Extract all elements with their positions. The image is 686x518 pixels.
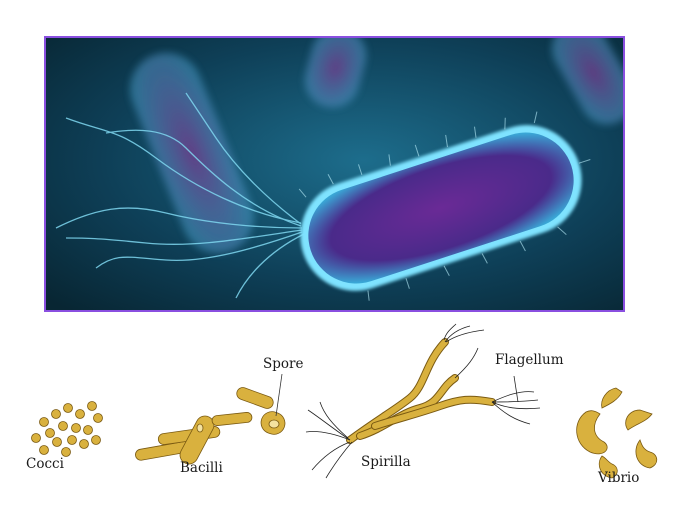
flagella-lines <box>305 323 541 479</box>
main-bacterium <box>298 111 591 301</box>
spirilla-cells <box>346 338 496 444</box>
background-bacterium <box>552 38 623 125</box>
label-bacilli: Bacilli <box>180 460 223 476</box>
label-spirilla: Spirilla <box>361 454 411 470</box>
bacilli-cells <box>135 387 286 465</box>
flagella-bundle <box>55 92 305 299</box>
vibrio-cells <box>576 387 658 479</box>
label-vibrio: Vibrio <box>598 470 640 486</box>
background-bacterium <box>130 53 254 253</box>
bacterium-photo-panel <box>44 36 625 312</box>
background-bacterium <box>304 38 367 108</box>
label-flagellum: Flagellum <box>495 352 564 368</box>
label-cocci: Cocci <box>26 456 64 472</box>
cocci-cells <box>31 401 103 457</box>
shapes-illustration <box>31 323 658 479</box>
spore-pointer <box>275 373 283 417</box>
label-spore: Spore <box>263 356 304 372</box>
bacterium-render <box>46 38 623 310</box>
bacteria-shapes-diagram: Cocci Bacilli Spore Spirilla Flagellum V… <box>0 318 686 514</box>
